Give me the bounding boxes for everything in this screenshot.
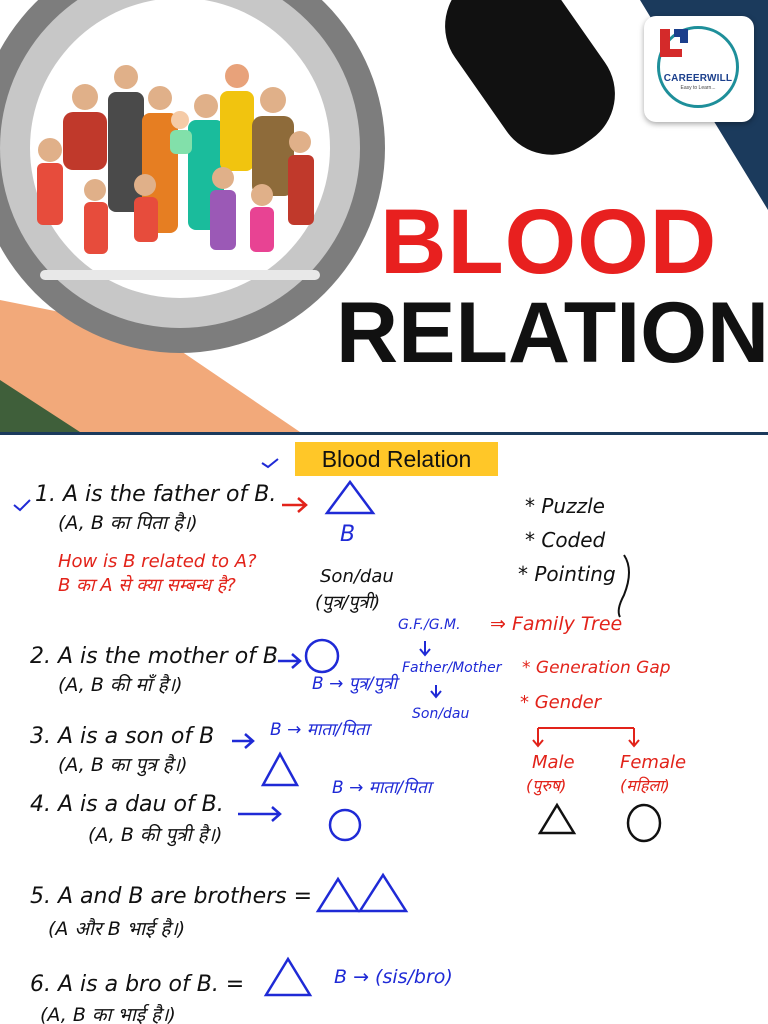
- type-puzzle: * Puzzle: [525, 494, 605, 518]
- handwritten-notes: Blood Relation 1. A is the father: [0, 435, 768, 1024]
- notes-drawings: [13, 458, 662, 997]
- item-2-statement: 2. A is the mother of B: [30, 644, 279, 669]
- item-6-b: B → (sis/bro): [334, 966, 453, 988]
- tree-male-hindi: (पुरुष): [526, 776, 567, 795]
- gender-split-arrows: [532, 727, 640, 748]
- notes-heading-box: Blood Relation: [295, 442, 498, 476]
- magnifier-handle: [445, 0, 615, 155]
- down-arrow-icon: [419, 641, 431, 657]
- male-symbol-triangle: [537, 802, 577, 835]
- item-2-hindi: (A, B की माँ है।): [58, 674, 183, 696]
- item-4-b: B → माता/पिता: [332, 778, 432, 798]
- logo-mark-icon: [660, 29, 688, 57]
- check-mark-icon: [13, 499, 31, 512]
- item-6-hindi: (A, B का भाई है।): [40, 1004, 176, 1024]
- answer-son-dau-hindi: (पुत्र/पुत्री): [315, 592, 381, 613]
- item-4-statement: 4. A is a dau of B.: [30, 792, 224, 817]
- item-3-hindi: (A, B का पुत्र है।): [58, 754, 188, 776]
- check-mark-icon: [261, 458, 279, 469]
- banner-background: [0, 0, 768, 432]
- male-triangle-a: [260, 751, 300, 787]
- item-1-hindi: (A, B का पिता है।): [58, 512, 198, 534]
- male-triangle-a: [324, 479, 376, 515]
- male-triangle-a: [315, 876, 361, 913]
- brand-tagline: Easy to Learn...: [680, 85, 716, 91]
- family-illustration: [37, 64, 320, 280]
- male-triangle-b: [357, 872, 409, 913]
- item-2-b: B → पुत्र/पुत्री: [312, 674, 397, 694]
- item-5-hindi: (A और B भाई है।): [48, 918, 186, 940]
- peach-band: [0, 300, 300, 432]
- right-arrow-icon: [232, 733, 255, 749]
- header-banner: CAREERWILL Easy to Learn... BLOOD RELATI…: [0, 0, 768, 432]
- logo-ring: CAREERWILL Easy to Learn...: [657, 26, 739, 108]
- tree-male: Male: [532, 752, 575, 773]
- tree-son-dau: Son/dau: [412, 706, 470, 722]
- question-hindi: B का A से क्या सम्बन्ध है?: [58, 575, 236, 596]
- type-coded: * Coded: [525, 528, 606, 552]
- notes-heading: Blood Relation: [321, 446, 472, 472]
- title-blood: BLOOD: [380, 191, 718, 293]
- item-3-statement: 3. A is a son of B: [30, 724, 215, 749]
- item-3-b: B → माता/पिता: [270, 720, 370, 740]
- section-divider: [0, 432, 768, 435]
- item-1-statement: 1. A is the father of B.: [35, 482, 277, 507]
- item-1-b: B: [340, 522, 356, 547]
- female-circle-a: [304, 638, 340, 674]
- female-circle-a: [328, 808, 362, 842]
- tree-gender: * Gender: [520, 692, 602, 713]
- title-relation: RELATION: [336, 285, 768, 381]
- tree-female: Female: [620, 752, 687, 773]
- answer-son-dau: Son/dau: [320, 566, 394, 587]
- brand-name: CAREERWILL: [663, 73, 733, 84]
- item-4-hindi: (A, B की पुत्री है।): [88, 824, 223, 846]
- item-5-statement: 5. A and B are brothers =: [30, 884, 313, 909]
- tree-generation-gap: * Generation Gap: [522, 658, 671, 678]
- brace-icon: [617, 554, 630, 618]
- tree-family-tree: ⇒ Family Tree: [490, 613, 623, 635]
- right-arrow-icon: [278, 653, 302, 669]
- right-arrow-icon: [238, 806, 282, 822]
- tree-female-hindi: (महिला): [620, 776, 670, 795]
- type-pointing: * Pointing: [518, 562, 616, 586]
- item-6-statement: 6. A is a bro of B. =: [30, 972, 245, 997]
- tree-father-mother: Father/Mother: [402, 660, 502, 676]
- careerwill-logo: CAREERWILL Easy to Learn...: [644, 16, 754, 122]
- female-symbol-circle: [626, 803, 662, 843]
- right-arrow-icon: [282, 497, 308, 513]
- question-english: How is B related to A?: [58, 551, 257, 572]
- male-triangle-a: [263, 956, 313, 997]
- tree-gf-gm: G.F./G.M.: [398, 617, 461, 633]
- down-arrow-icon: [430, 685, 442, 699]
